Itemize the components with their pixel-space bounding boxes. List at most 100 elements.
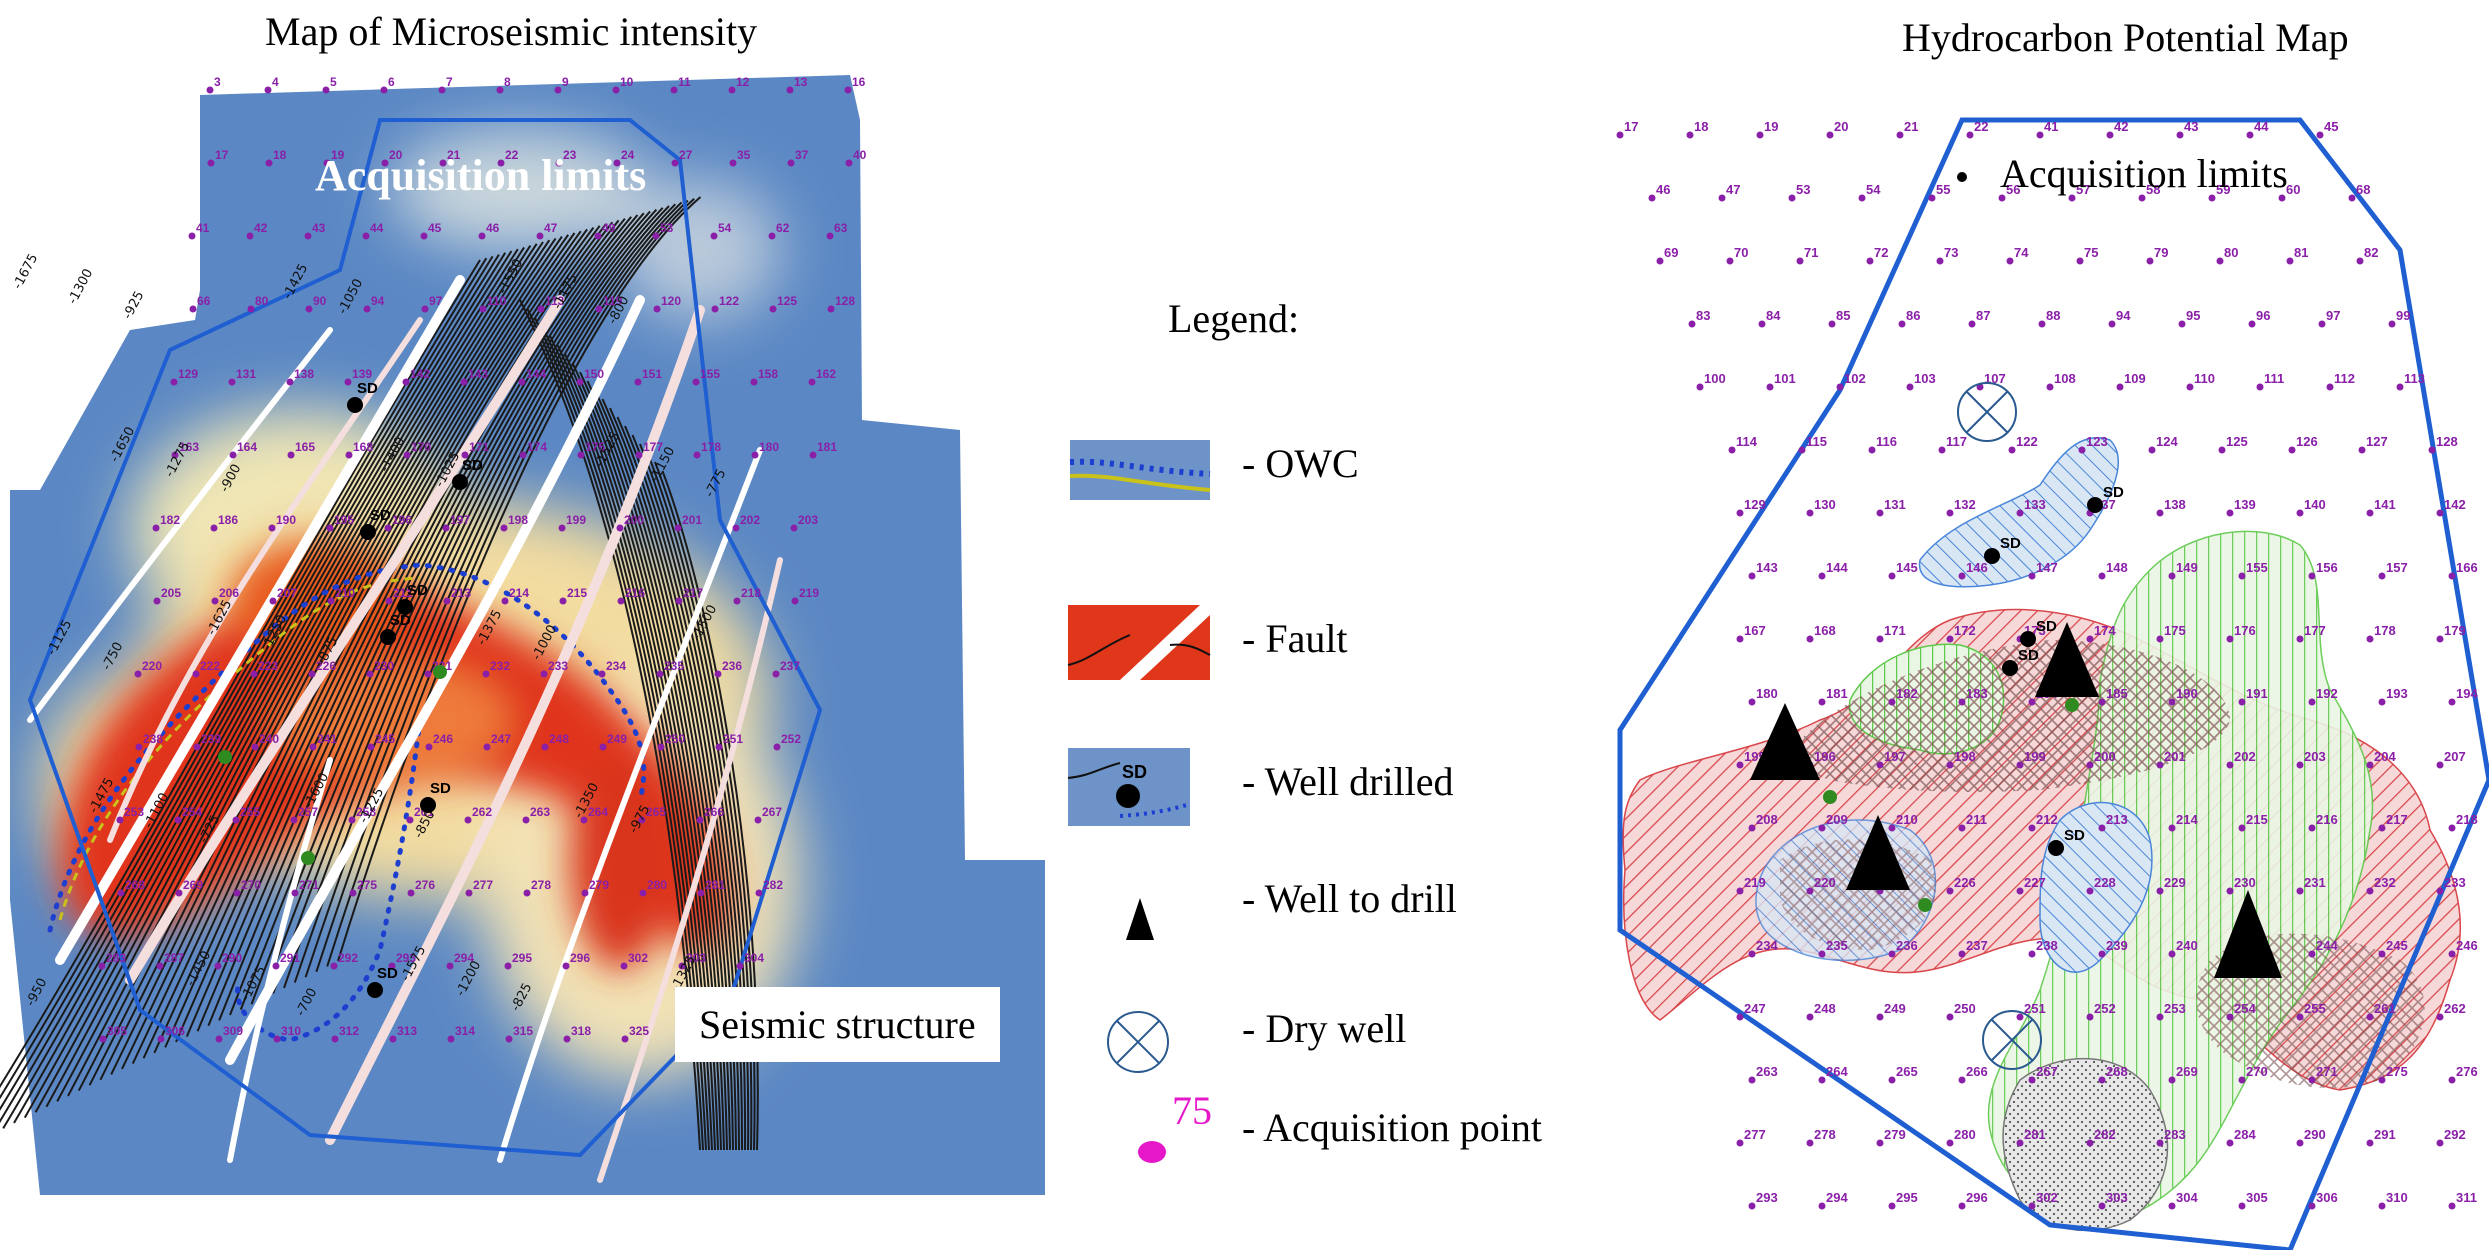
acquisition-point-number: 155 (700, 367, 720, 381)
acquisition-point (344, 378, 352, 386)
acquisition-point (1748, 698, 1756, 706)
well-to-drill-2 (1750, 703, 1820, 780)
acquisition-point (1806, 887, 1814, 895)
acquisition-point-number: 18 (1694, 119, 1708, 134)
acquisition-point-number: 253 (2164, 1001, 2186, 1016)
acquisition-point (2366, 635, 2374, 643)
acquisition-point-number: 312 (339, 1024, 359, 1038)
acquisition-point (135, 743, 143, 751)
acquisition-point-number: 267 (762, 805, 782, 819)
acquisition-point (2348, 194, 2356, 202)
acquisition-point (519, 451, 527, 459)
acquisition-point-number: 218 (741, 586, 761, 600)
acquisition-point (1748, 1202, 1756, 1210)
acquisition-point (1736, 635, 1744, 643)
acquisition-point-number: 205 (161, 586, 181, 600)
acquisition-point (2378, 698, 2386, 706)
planned-well-marker (1918, 898, 1932, 912)
acquisition-point-number: 302 (628, 951, 648, 965)
acquisition-point (612, 86, 620, 94)
acquisition-point-number: 277 (473, 878, 493, 892)
acquisition-point-number: 138 (294, 367, 314, 381)
acquisition-point-number: 245 (375, 732, 395, 746)
acquisition-point (1796, 257, 1804, 265)
acquisition-point-number: 292 (2444, 1127, 2466, 1142)
acquisition-point-number: 216 (625, 586, 645, 600)
acquisition-point-number: 294 (1826, 1190, 1848, 1205)
acquisition-point-number: 139 (352, 367, 372, 381)
acquisition-point-number: 157 (2386, 560, 2408, 575)
acquisition-point-number: 282 (2094, 1127, 2116, 1142)
contour-line (2, 252, 507, 1129)
acquisition-point (670, 86, 678, 94)
acquisition-point (2076, 257, 2084, 265)
acquisition-point (2098, 1202, 2106, 1210)
acquisition-point (2308, 824, 2316, 832)
overlap-zone-north (1796, 640, 2230, 792)
acquisition-point (1736, 887, 1744, 895)
acquisition-point-number: 278 (531, 878, 551, 892)
acquisition-point (715, 743, 723, 751)
acquisition-point (2216, 257, 2224, 265)
contour-line (272, 207, 664, 994)
legend-title: Legend: (1168, 296, 1300, 341)
acquisition-point (2308, 950, 2316, 958)
acquisition-point-number: 99 (2396, 308, 2410, 323)
acquisition-point-number: 294 (454, 951, 474, 965)
acquisition-point (362, 232, 370, 240)
acquisition-point-number: 199 (566, 513, 586, 527)
acquisition-point (265, 159, 273, 167)
acquisition-point (272, 962, 280, 970)
acquisition-point (1888, 572, 1896, 580)
acquisition-point (152, 524, 160, 532)
acquisition-point-number: 17 (1624, 119, 1638, 134)
acquisition-point-number: 270 (241, 878, 261, 892)
acquisition-point-number: 218 (2456, 812, 2478, 827)
acquisition-point (769, 305, 777, 313)
acquisition-point-number: 248 (1814, 1001, 1836, 1016)
acquisition-point (1888, 698, 1896, 706)
planned-well-marker (2065, 698, 2079, 712)
acquisition-point-number: 310 (281, 1024, 301, 1038)
acquisition-point (211, 597, 219, 605)
acquisition-point-number: 111 (2264, 371, 2284, 386)
acquisition-point-number: 246 (433, 732, 453, 746)
acquisition-point (2098, 698, 2106, 706)
contour-line (326, 198, 695, 967)
acquisition-point-number: 81 (2294, 245, 2308, 260)
acquisition-point (714, 670, 722, 678)
left-map-title: Map of Microseismic intensity (265, 9, 758, 54)
acquisition-point-number: 279 (1884, 1127, 1906, 1142)
acquisition-point (380, 86, 388, 94)
acquisition-point (696, 816, 704, 824)
acquisition-point (710, 232, 718, 240)
acquisition-point-number: 149 (2176, 560, 2198, 575)
acquisition-point-number: 46 (1656, 182, 1670, 197)
acquisition-point-number: 227 (2024, 875, 2046, 890)
contour-value-label: -1675 (10, 251, 41, 291)
acquisition-point-number: 214 (2176, 812, 2198, 827)
acquisition-point (2156, 761, 2164, 769)
acquisition-point (2448, 698, 2456, 706)
acquisition-point-number: 183 (1966, 686, 1988, 701)
acquisition-point-number: 266 (704, 805, 724, 819)
acquisition-point (309, 743, 317, 751)
acquisition-point-number: 264 (588, 805, 608, 819)
acquisition-point-number: 35 (737, 148, 751, 162)
contour-line (250, 210, 651, 1005)
acquisition-point-number: 194 (2456, 686, 2478, 701)
acquisition-point (2248, 320, 2256, 328)
acquisition-point (156, 962, 164, 970)
acquisition-point-number: 304 (2176, 1190, 2198, 1205)
acquisition-point-number: 177 (2304, 623, 2326, 638)
right-map-title: Hydrocarbon Potential Map (1902, 15, 2349, 60)
acquisition-point (286, 378, 294, 386)
acquisition-point (188, 232, 196, 240)
acquisition-point (653, 305, 661, 313)
acquisition-point (522, 816, 530, 824)
acquisition-point (768, 232, 776, 240)
acquisition-point (1806, 1139, 1814, 1147)
